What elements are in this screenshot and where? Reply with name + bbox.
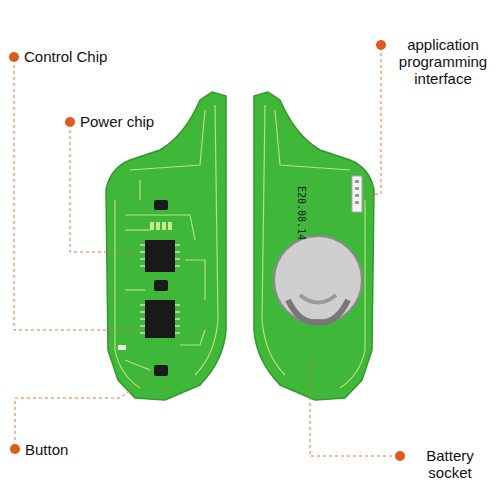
connector-pins <box>355 180 359 204</box>
pcb-board <box>254 92 374 400</box>
callout-label: application programming interface <box>390 36 496 87</box>
control-chip <box>145 300 175 338</box>
callout-label: Button <box>25 441 68 458</box>
power-chip <box>145 240 175 272</box>
battery-socket <box>274 236 362 324</box>
leader-lines <box>14 53 392 456</box>
pcb-board <box>106 92 226 400</box>
programming-connector <box>352 176 362 212</box>
callout-label: Power chip <box>80 113 154 130</box>
callout-label: Battery socket <box>410 447 490 481</box>
smd-part <box>154 200 168 210</box>
board-marking: E20.08.14 <box>296 186 307 240</box>
callout-label: Control Chip <box>24 48 107 65</box>
battery-clip <box>300 295 336 303</box>
copper-traces <box>262 105 365 388</box>
copper-traces <box>115 105 218 388</box>
solder-pads <box>150 222 172 230</box>
smd-part <box>154 280 168 291</box>
button-pad <box>154 365 168 376</box>
callout-dots <box>9 40 405 461</box>
smd-part <box>118 345 126 350</box>
